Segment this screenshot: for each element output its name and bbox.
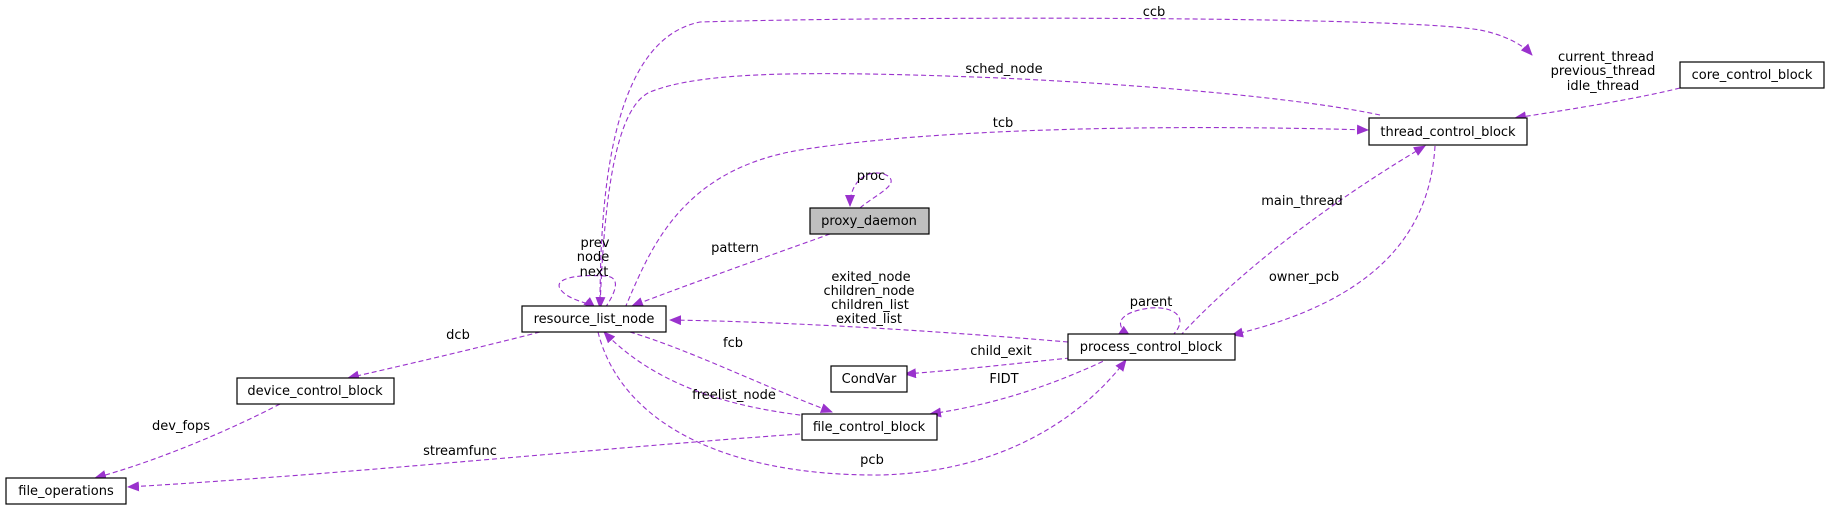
label-exited-list: exited_list [836, 312, 902, 327]
node-label: device_control_block [247, 384, 383, 399]
edge-thread-refs [1514, 87, 1681, 122]
node-device-control-block[interactable]: device_control_block [236, 377, 395, 405]
node-condvar[interactable]: CondVar [830, 365, 908, 393]
label-tcb: tcb [993, 116, 1014, 131]
label-children-node: children_node [823, 284, 914, 299]
label-freelist-node: freelist_node [692, 388, 776, 403]
edge-child-exit [904, 357, 1071, 379]
node-label: file_operations [18, 484, 114, 499]
edge-pcb-lists [669, 315, 1069, 343]
label-owner-pcb: owner_pcb [1269, 270, 1339, 285]
node-resource-list-node[interactable]: resource_list_node [521, 305, 667, 333]
node-file-control-block[interactable]: file_control_block [801, 413, 938, 441]
edge-proc [845, 172, 892, 209]
edge-dev-fops [94, 403, 281, 480]
label-fcb: fcb [723, 336, 743, 351]
edge-tcb [624, 124, 1369, 309]
edge-sched-node [595, 73, 1381, 309]
edge-owner-pcb [1231, 145, 1436, 338]
nodes: core_control_block thread_control_block … [5, 61, 1825, 505]
node-thread-control-block[interactable]: thread_control_block [1368, 117, 1528, 146]
label-proc: proc [857, 169, 885, 184]
label-fidt: FIDT [989, 372, 1018, 387]
node-process-control-block[interactable]: process_control_block [1067, 333, 1236, 361]
edge-dcb [347, 331, 541, 381]
label-pattern: pattern [711, 241, 759, 256]
label-main-thread: main_thread [1261, 194, 1343, 209]
label-exited-node: exited_node [831, 270, 910, 285]
edge-freelist-node [603, 331, 809, 417]
label-ccb: ccb [1143, 5, 1166, 20]
edge-pcb [597, 331, 1127, 476]
node-label: process_control_block [1080, 340, 1223, 355]
label-pcb: pcb [860, 453, 884, 468]
edge-pattern [631, 233, 831, 307]
edge-main-thread [1179, 145, 1426, 337]
node-label: thread_control_block [1380, 125, 1516, 140]
edge-labels: ccb sched_node tcb proc pattern current_… [152, 5, 1655, 468]
label-idle-thread: idle_thread [1567, 79, 1640, 94]
label-child-exit: child_exit [970, 344, 1032, 359]
label-next: next [580, 265, 609, 280]
label-streamfunc: streamfunc [423, 444, 497, 459]
label-sched-node: sched_node [965, 62, 1042, 77]
edge-self-list [558, 275, 616, 309]
label-previous-thread: previous_thread [1551, 64, 1656, 79]
label-children-list: children_list [831, 298, 909, 313]
edge-ccb [599, 17, 1533, 309]
node-label: resource_list_node [534, 312, 655, 327]
node-file-operations[interactable]: file_operations [5, 477, 127, 505]
node-label: file_control_block [813, 420, 926, 435]
edge-parent [1118, 307, 1181, 337]
edge-fidt [929, 357, 1111, 418]
node-label: proxy_daemon [821, 214, 917, 229]
node-label: core_control_block [1692, 68, 1813, 83]
label-dev-fops: dev_fops [152, 419, 210, 434]
edge-streamfunc [127, 433, 801, 492]
edges [94, 17, 1681, 492]
node-core-control-block[interactable]: core_control_block [1679, 61, 1825, 89]
label-current-thread: current_thread [1558, 50, 1654, 65]
node-proxy-daemon[interactable]: proxy_daemon [809, 207, 930, 235]
label-prev: prev [580, 236, 609, 251]
label-dcb: dcb [446, 328, 470, 343]
node-label: CondVar [842, 372, 897, 387]
label-node: node [577, 250, 609, 265]
label-parent: parent [1130, 295, 1173, 310]
